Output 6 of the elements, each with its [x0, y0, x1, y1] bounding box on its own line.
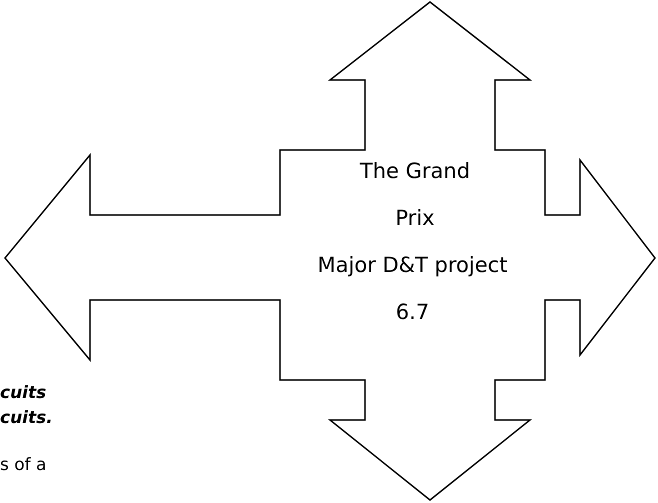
text-fragment: cuits.: [0, 408, 53, 428]
version-number: 6.7: [394, 299, 430, 326]
title-text: The Grand Prix: [358, 158, 472, 232]
text-fragment: cuits: [0, 383, 46, 403]
text-fragment: s of a: [0, 455, 46, 475]
subtitle-text: Major D&T project: [316, 252, 508, 279]
